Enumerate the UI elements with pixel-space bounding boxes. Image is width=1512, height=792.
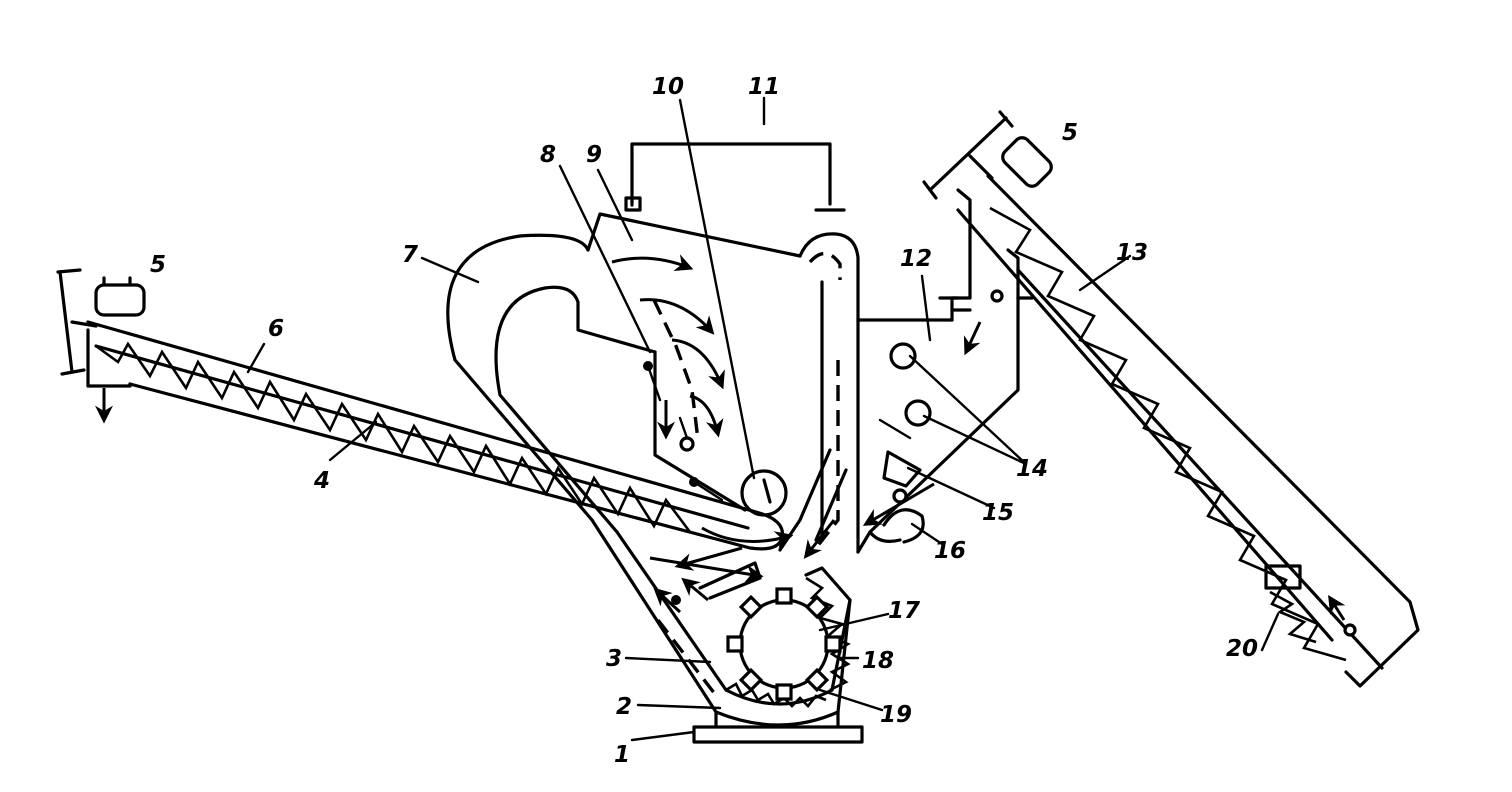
label-15: 15 (982, 500, 1014, 526)
label-9: 9 (586, 142, 602, 168)
label-20: 20 (1226, 636, 1258, 662)
label-4: 4 (313, 468, 330, 494)
right-hopper (868, 188, 1034, 543)
label-8: 8 (540, 142, 556, 168)
label-12: 12 (900, 246, 932, 272)
flow-arrows (611, 251, 982, 700)
left-drive-motor (56, 268, 146, 376)
sieve-15 (882, 450, 922, 504)
label-2: 2 (616, 694, 632, 720)
label-19: 19 (880, 702, 912, 728)
label-3: 3 (606, 646, 622, 672)
label-16: 16 (934, 538, 966, 564)
right-drive-motor (922, 110, 1053, 200)
label-14: 14 (1016, 456, 1048, 482)
label-18: 18 (862, 648, 894, 674)
leader-lines (246, 96, 1280, 742)
roller-16 (882, 508, 925, 544)
label-5-right: 5 (1062, 120, 1078, 146)
right-screw-conveyor (956, 174, 1420, 688)
air-duct-loop (446, 233, 657, 534)
label-13: 13 (1116, 240, 1148, 266)
label-11: 11 (748, 74, 780, 100)
label-17: 17 (888, 598, 920, 624)
label-5-left: 5 (150, 252, 166, 278)
valves (643, 361, 724, 605)
base-plate (692, 710, 864, 744)
rotor-drum (726, 587, 842, 701)
label-7: 7 (402, 242, 418, 268)
label-10: 10 (652, 74, 684, 100)
label-6: 6 (268, 316, 284, 342)
label-1: 1 (614, 742, 630, 768)
